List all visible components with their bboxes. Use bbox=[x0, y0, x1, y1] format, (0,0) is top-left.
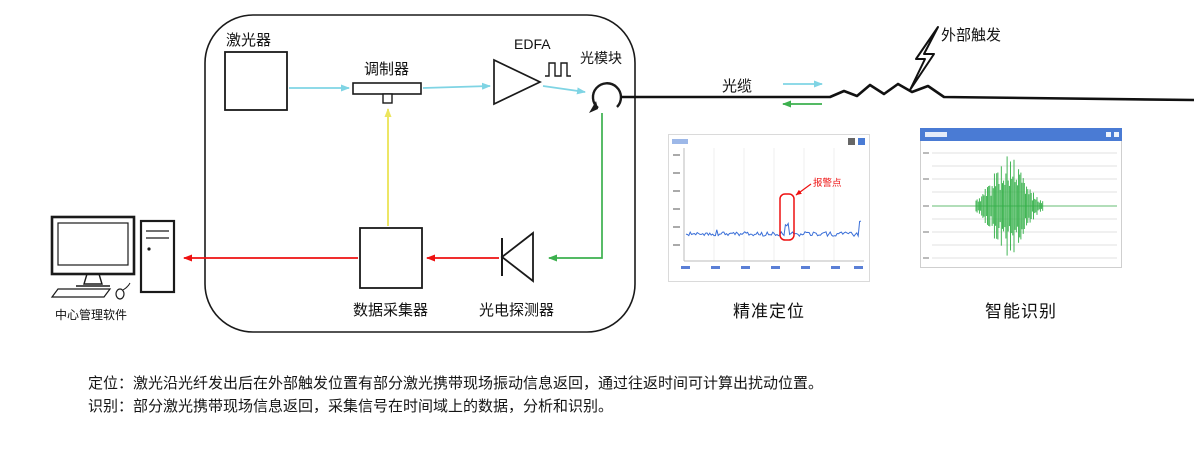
alarm-leader-arrow bbox=[795, 183, 812, 196]
pulse-icon bbox=[545, 62, 571, 77]
computer-icon bbox=[50, 215, 176, 300]
optical-module-label: 光模块 bbox=[580, 50, 622, 66]
recognition-caption: 智能识别 bbox=[985, 302, 1057, 321]
alarm-annotation: 报警点 bbox=[813, 177, 842, 189]
photodetector-label: 光电探测器 bbox=[479, 302, 555, 319]
note-recognition: 识别：部分激光携带现场信息返回，采集信号在时间域上的数据，分析和识别。 bbox=[88, 398, 614, 415]
window-titlebar bbox=[920, 128, 1122, 141]
positioning-caption: 精准定位 bbox=[733, 302, 805, 321]
gridlines bbox=[713, 148, 835, 261]
alarm-box bbox=[779, 193, 795, 241]
toolbar-icon bbox=[848, 138, 855, 145]
titlebar-icon bbox=[1114, 132, 1119, 137]
positioning-screenshot: 报警点 bbox=[668, 134, 870, 282]
laser-box bbox=[224, 51, 288, 111]
system-enclosure bbox=[204, 14, 636, 333]
modulator-label: 调制器 bbox=[364, 61, 410, 78]
edfa-symbol bbox=[493, 58, 571, 106]
description-notes: 定位：激光沿光纤发出后在外部触发位置有部分激光携带现场振动信息返回，通过往返时间… bbox=[88, 372, 823, 418]
x-tick-glyphs bbox=[681, 266, 863, 269]
titlebar-text-glyph bbox=[925, 132, 947, 137]
modulator-to-edfa-arrow bbox=[422, 82, 491, 90]
edfa-label: EDFA bbox=[514, 36, 551, 52]
note-positioning: 定位：激光沿光纤发出后在外部触发位置有部分激光携带现场振动信息返回，通过往返时间… bbox=[88, 375, 824, 392]
signal-arrows bbox=[183, 82, 603, 262]
titlebar-icon bbox=[1106, 132, 1111, 137]
trigger-label: 外部触发 bbox=[941, 27, 1002, 44]
cable-line bbox=[621, 82, 1195, 102]
y-tick-glyphs bbox=[673, 154, 680, 246]
chart-frame bbox=[668, 134, 870, 282]
toolbar-icon bbox=[858, 138, 865, 145]
waveform-burst bbox=[975, 156, 1044, 256]
fiber-cable bbox=[621, 80, 1195, 108]
recognition-screenshot bbox=[920, 128, 1122, 268]
signal-trace bbox=[685, 220, 862, 238]
daq-label: 数据采集器 bbox=[353, 302, 429, 319]
cable-label: 光缆 bbox=[722, 78, 753, 95]
toolbar-text-glyph bbox=[672, 139, 688, 144]
laser-label: 激光器 bbox=[226, 32, 272, 49]
photodetector-icon bbox=[500, 231, 534, 283]
modulator-symbol bbox=[352, 82, 422, 104]
circulator-icon bbox=[589, 82, 623, 113]
daq-box bbox=[359, 227, 423, 289]
module-to-photodetector-arrow bbox=[548, 113, 603, 262]
computer-label: 中心管理软件 bbox=[55, 308, 128, 322]
edfa-to-module-arrow bbox=[542, 85, 586, 95]
y-tick-glyphs bbox=[923, 152, 929, 259]
lightning-icon bbox=[909, 26, 939, 91]
